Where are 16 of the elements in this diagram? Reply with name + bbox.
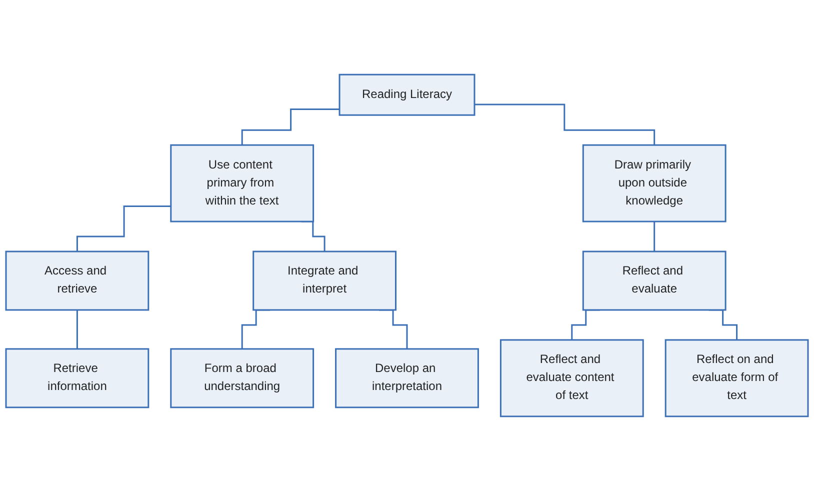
node-box: Reflect and evaluate content of text (500, 339, 644, 418)
connector (241, 108, 340, 146)
node-box: Reflect and evaluate (582, 250, 726, 311)
node-box: Integrate and interpret (252, 250, 396, 311)
node-box: Draw primarily upon outside knowledge (582, 144, 726, 222)
node-box: Reflect on and evaluate form of text (664, 339, 809, 418)
node-box: Retrieve information (5, 348, 150, 408)
connector (474, 104, 656, 146)
node-box: Develop an interpretation (335, 348, 479, 408)
node-box: Use content primary from within the text (170, 144, 314, 222)
connector (76, 309, 78, 350)
connector (654, 220, 656, 252)
connector (76, 206, 171, 252)
node-box: Reading Literacy (338, 74, 476, 116)
node-box: Access and retrieve (5, 250, 150, 311)
node-box: Form a broad understanding (170, 348, 314, 408)
